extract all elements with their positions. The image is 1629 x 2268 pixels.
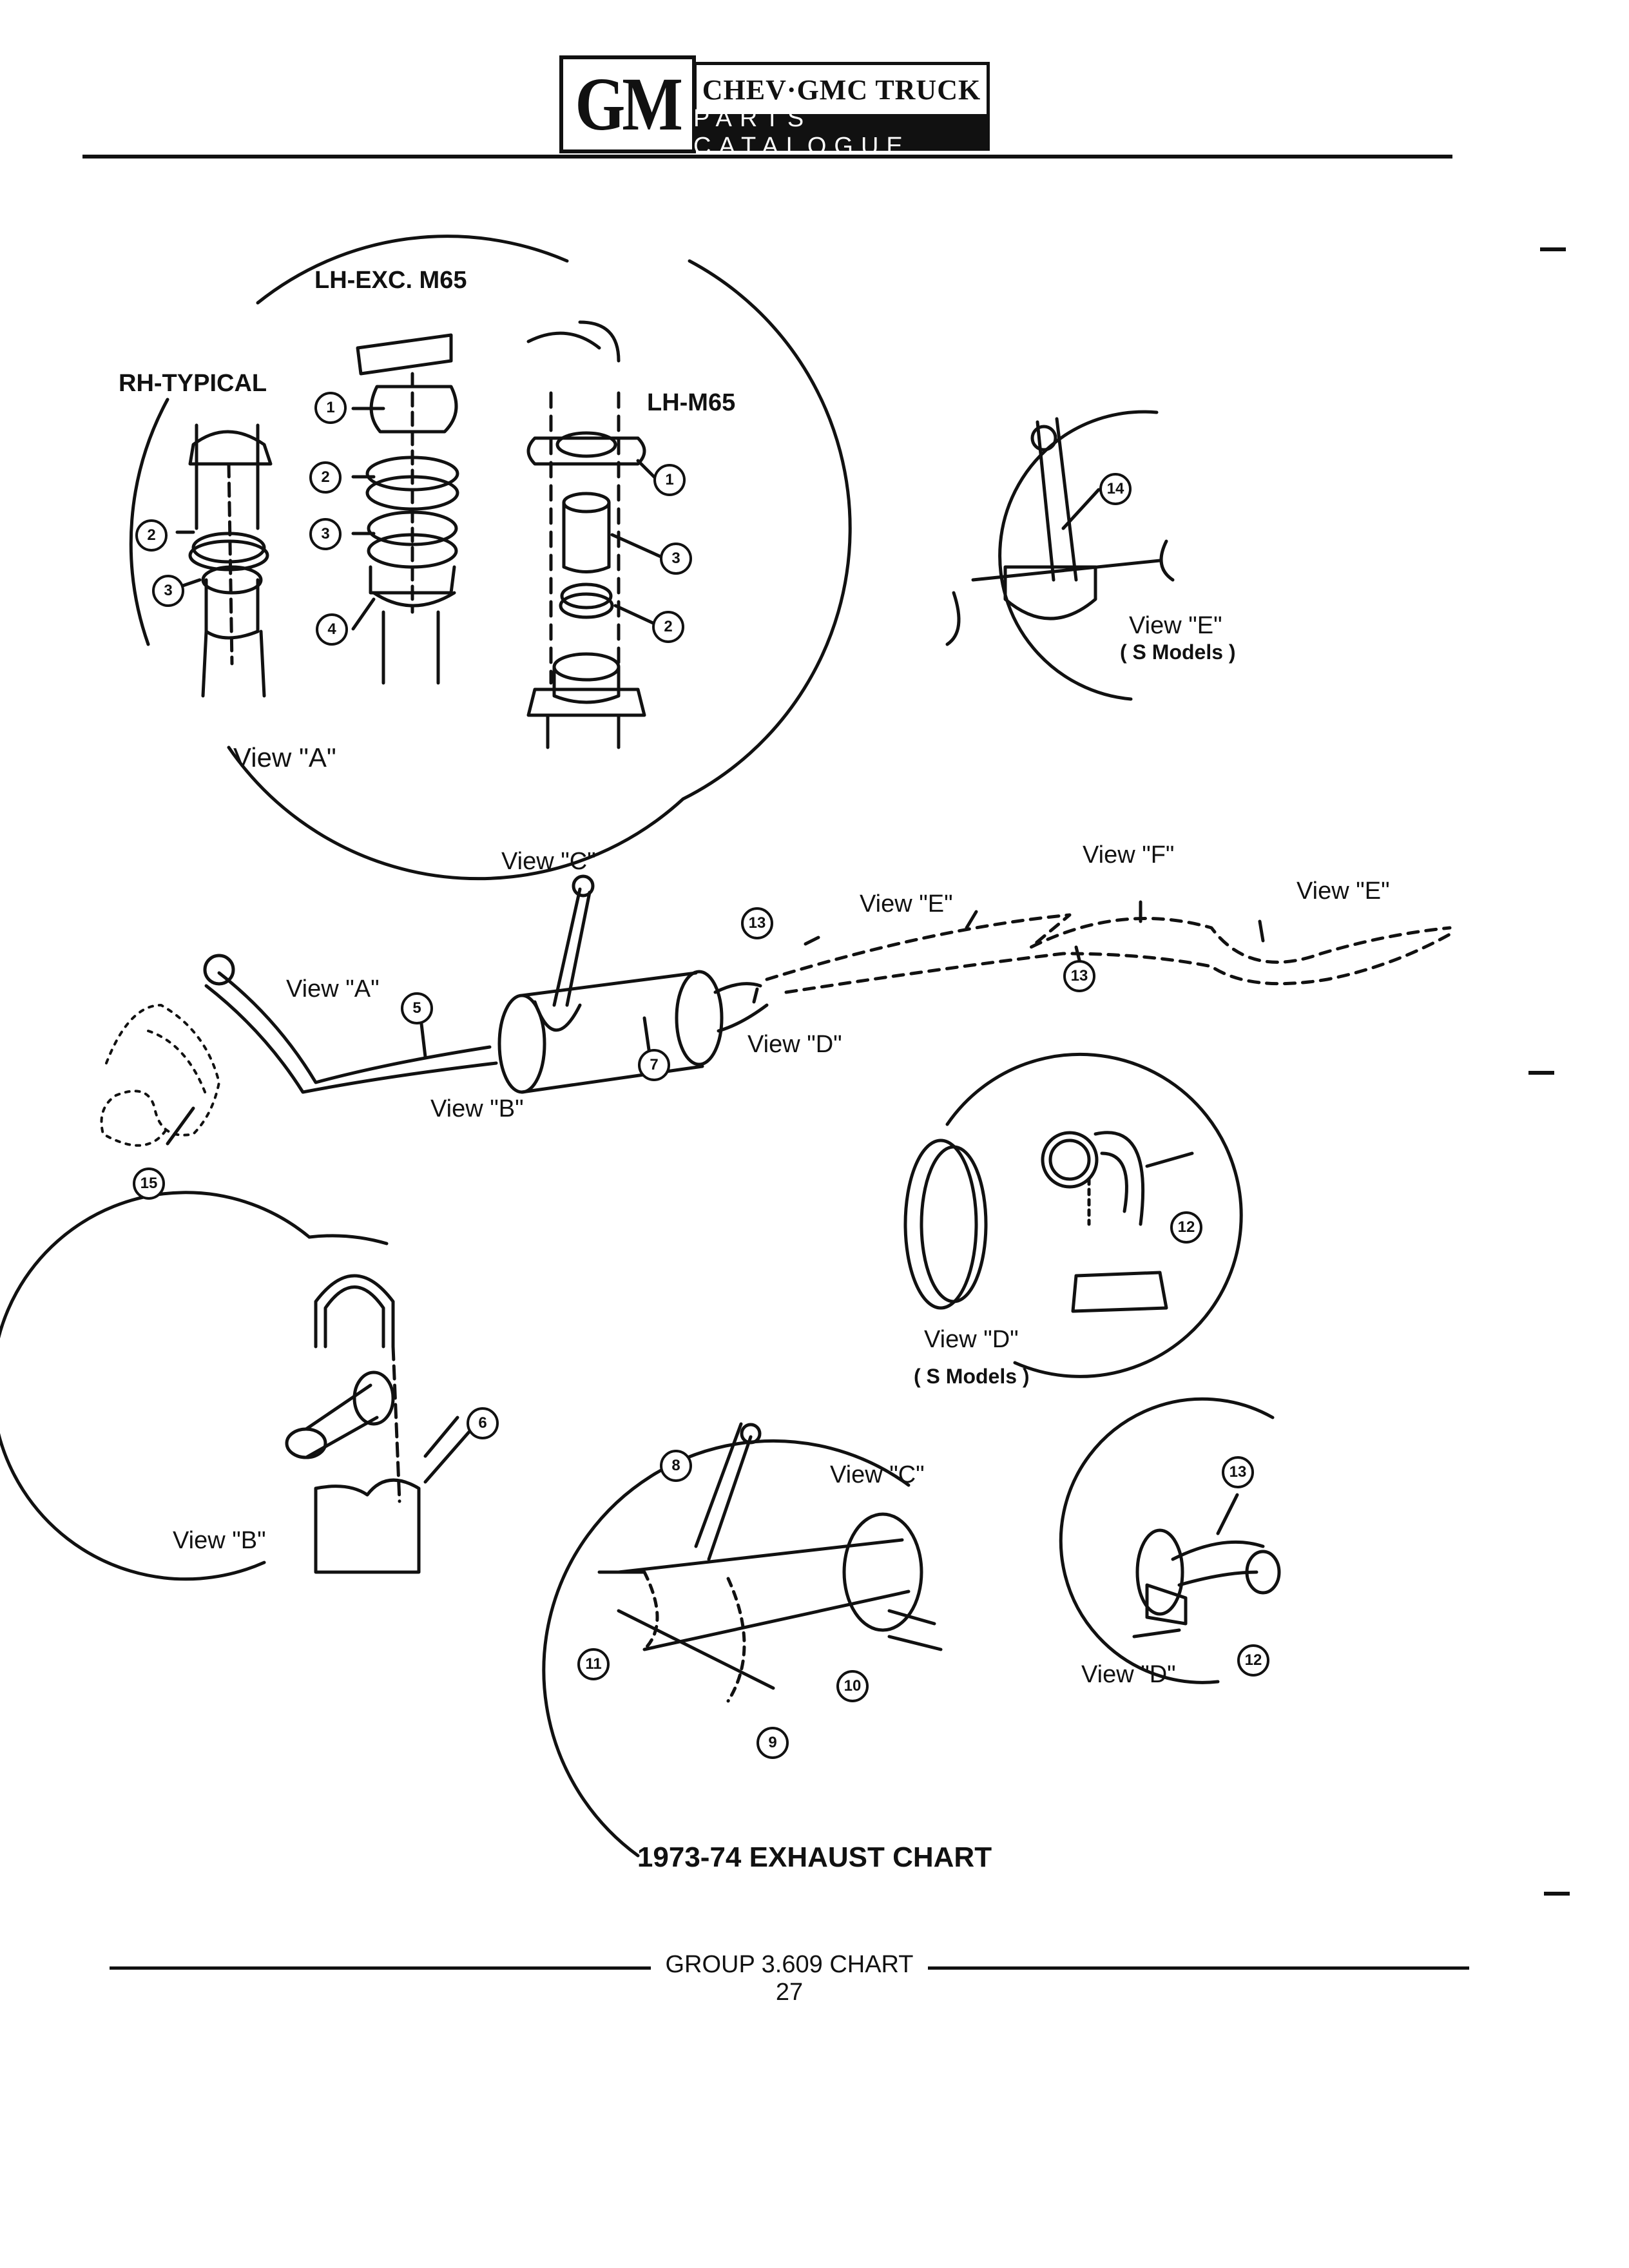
view-a-lh-m65-label: LH-M65: [647, 389, 736, 416]
main-assembly: [100, 874, 1452, 1147]
callout-3: 3: [660, 543, 692, 575]
gm-logo: GM: [559, 55, 696, 153]
view-d-s-circle: [903, 1052, 1243, 1378]
view-b-label: View "B": [173, 1527, 266, 1554]
view-b-circle: [0, 1191, 472, 1581]
callout-15: 15: [133, 1168, 165, 1200]
callout-11: 11: [577, 1648, 610, 1680]
callout-10: 10: [836, 1670, 869, 1702]
view-a-rh-typical-label: RH-TYPICAL: [119, 370, 267, 397]
callout-1: 1: [314, 392, 347, 424]
callout-12: 12: [1170, 1211, 1202, 1244]
callout-3: 3: [152, 575, 184, 607]
view-e-sub-label: ( S Models ): [1120, 640, 1236, 664]
view-d-s-sub-label: ( S Models ): [914, 1365, 1030, 1388]
assembly-view-b-label: View "B": [430, 1095, 524, 1122]
view-d-circle: [1059, 1397, 1281, 1684]
callout-7: 7: [638, 1049, 670, 1081]
callout-2: 2: [135, 519, 168, 552]
edge-mark: [1528, 1071, 1554, 1075]
view-a-label: View "A": [233, 742, 336, 773]
callout-4: 4: [316, 613, 348, 646]
view-a-circle: [129, 235, 852, 881]
view-a-lh-exc-label: LH-EXC. M65: [314, 267, 467, 294]
callout-14: 14: [1099, 473, 1132, 505]
view-d-s-label: View "D": [924, 1326, 1019, 1353]
callout-2: 2: [309, 461, 342, 494]
header-rule: [82, 155, 1452, 159]
callout-2: 2: [652, 611, 684, 643]
edge-mark: [1544, 1892, 1570, 1896]
assembly-view-e-left-label: View "E": [860, 890, 953, 918]
callout-9: 9: [757, 1727, 789, 1759]
gm-logo-text: GM: [575, 62, 684, 146]
edge-mark: [1540, 247, 1566, 251]
assembly-view-c-label: View "C": [501, 848, 596, 875]
callout-8: 8: [660, 1450, 692, 1482]
view-e-label: View "E": [1129, 612, 1222, 639]
callout-5: 5: [401, 992, 433, 1024]
view-e-circle: [945, 410, 1175, 701]
callout-12: 12: [1237, 1644, 1269, 1677]
footer-text: GROUP 3.609 CHART 27: [665, 1951, 914, 2006]
view-d-label: View "D": [1081, 1661, 1176, 1688]
callout-6: 6: [467, 1407, 499, 1439]
assembly-view-d-label: View "D": [747, 1031, 842, 1058]
footer-rule-left: [110, 1966, 651, 1970]
assembly-view-f-label: View "F": [1083, 841, 1175, 869]
callout-3: 3: [309, 518, 342, 550]
assembly-view-e-right-label: View "E": [1296, 878, 1390, 905]
callout-1: 1: [653, 464, 686, 496]
view-c-label: View "C": [830, 1461, 925, 1488]
callout-13: 13: [1063, 960, 1095, 992]
footer-rule-right: [928, 1966, 1469, 1970]
assembly-view-a-label: View "A": [286, 975, 380, 1003]
callout-13: 13: [1222, 1456, 1254, 1488]
chart-title: 1973-74 EXHAUST CHART: [637, 1841, 992, 1873]
callout-13: 13: [741, 907, 773, 939]
view-c-circle: [542, 1422, 943, 1858]
